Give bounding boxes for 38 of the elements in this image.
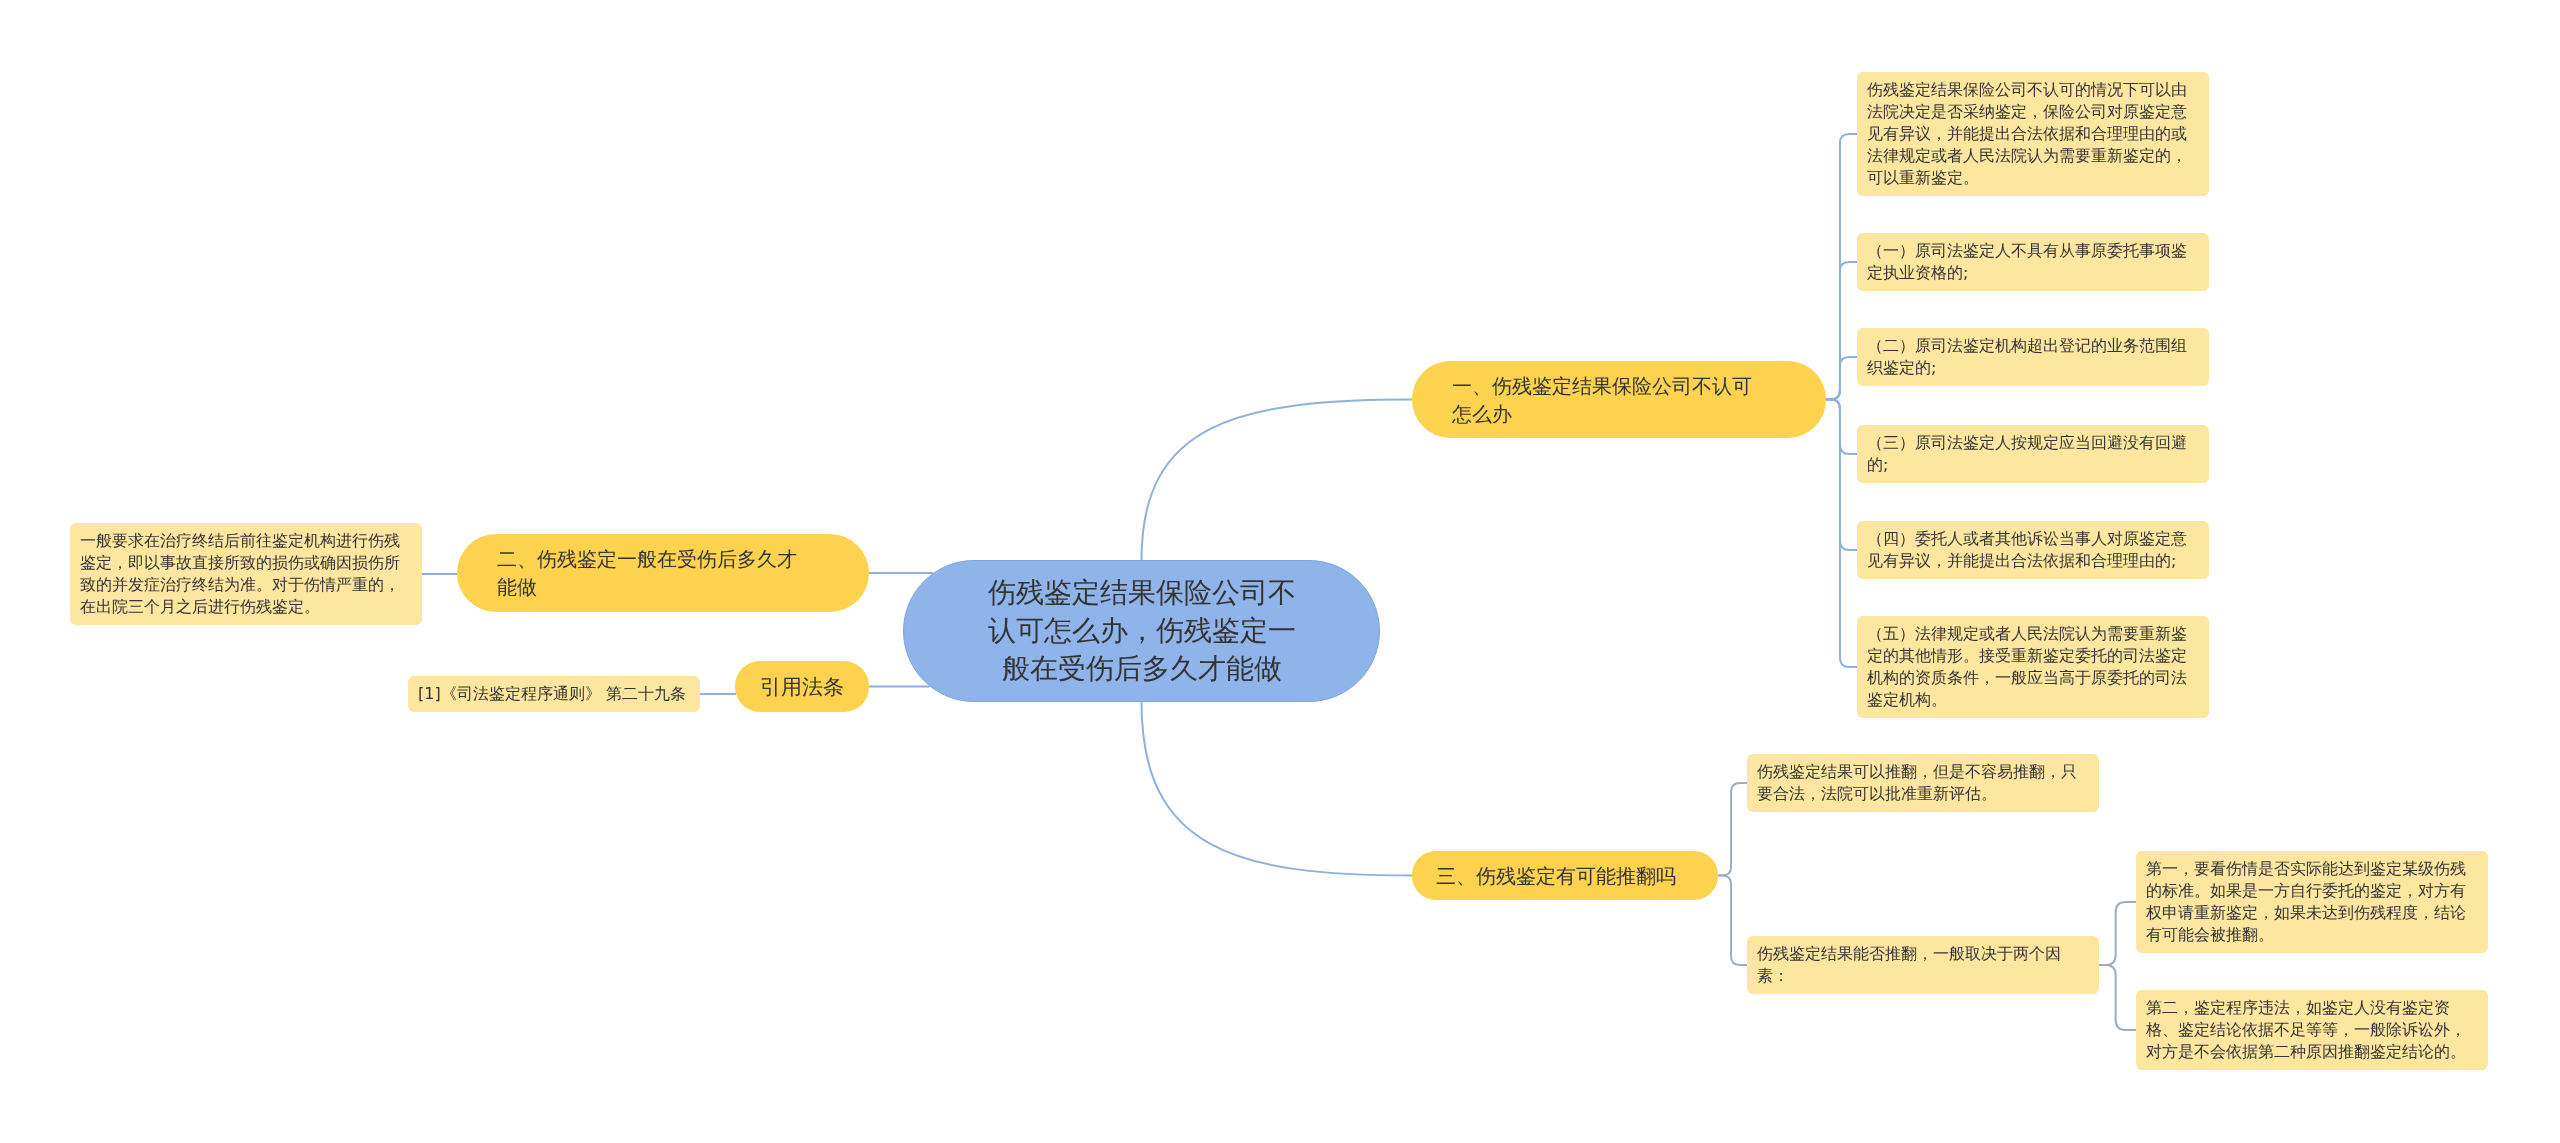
note-card xyxy=(1857,72,2209,196)
topic-text: 伤残鉴定结果保险公司不认可怎么办，伤残鉴定一般在受伤后多久才能做 xyxy=(986,575,1297,687)
note-text: 第二，鉴定程序违法，如鉴定人没有鉴定资格、鉴定结论依据不足等等，一般除诉讼外，对方是不会依据第二种原因推翻鉴定结论的。 xyxy=(2146,997,2467,1063)
note-card xyxy=(1857,521,2209,579)
note-card xyxy=(1857,616,2209,718)
note-text: [1]《司法鉴定程序通则》 第二十九条 xyxy=(418,683,687,705)
note-text: （二）原司法鉴定机构超出登记的业务范围组织鉴定的; xyxy=(1867,335,2188,379)
note-text: （一）原司法鉴定人不具有从事原委托事项鉴定执业资格的; xyxy=(1867,240,2188,284)
note-text: （五）法律规定或者人民法院认为需要重新鉴定的其他情形。接受重新鉴定委托的司法鉴定机构的资质条件，一般应当高于原委托的司法鉴定机构。 xyxy=(1867,623,2188,711)
note-card xyxy=(1747,754,2099,812)
note-card xyxy=(1857,328,2209,386)
branch-topic xyxy=(735,661,869,712)
note-card xyxy=(408,676,700,712)
connector-line xyxy=(421,573,458,575)
topic-text: 引用法条 xyxy=(760,673,844,701)
note-card xyxy=(1747,936,2099,994)
note-text: 伤残鉴定结果可以推翻，但是不容易推翻，只要合法，法院可以批准重新评估。 xyxy=(1757,761,2078,805)
note-text: 伤残鉴定结果能否推翻，一般取决于两个因素： xyxy=(1757,943,2062,987)
note-card xyxy=(2136,851,2488,953)
note-card xyxy=(70,523,422,625)
note-card xyxy=(1857,233,2209,291)
connector-line xyxy=(1140,398,1413,561)
note-text: 一般要求在治疗终结后前往鉴定机构进行伤残鉴定，即以事故直接所致的损伤或确因损伤所致的并发症治疗终结为准。对于伤情严重的，在出院三个月之后进行伤残鉴定。 xyxy=(80,530,401,618)
note-text: （三）原司法鉴定人按规定应当回避没有回避的; xyxy=(1867,432,2188,476)
topic-text: 一、伤残鉴定结果保险公司不认可怎么办 xyxy=(1452,372,1753,428)
connector-line xyxy=(1140,701,1413,877)
note-text: （四）委托人或者其他诉讼当事人对原鉴定意见有异议，并能提出合法依据和合理理由的; xyxy=(1867,528,2188,572)
note-text: 伤残鉴定结果保险公司不认可的情况下可以由法院决定是否采纳鉴定，保险公司对原鉴定意见有异议，并能提出合法依据和合理理由的或法律规定或者人民法院认为需要重新鉴定的，可以重新鉴定。 xyxy=(1867,79,2188,189)
note-card xyxy=(1857,425,2209,483)
note-card xyxy=(2136,990,2488,1070)
connector-line xyxy=(868,685,931,688)
note-text: 第一，要看伤情是否实际能达到鉴定某级伤残的标准。如果是一方自行委托的鉴定，对方有权申请重新鉴定，如果未达到伤残程度，结论有可能会被推翻。 xyxy=(2146,858,2467,946)
topic-text: 三、伤残鉴定有可能推翻吗 xyxy=(1436,862,1677,890)
connector-line xyxy=(699,693,737,695)
connector-line xyxy=(1825,398,1858,668)
branch-topic xyxy=(1412,851,1718,900)
topic-text: 二、伤残鉴定一般在受伤后多久才能做 xyxy=(497,546,798,601)
connector-line xyxy=(2098,964,2137,1031)
